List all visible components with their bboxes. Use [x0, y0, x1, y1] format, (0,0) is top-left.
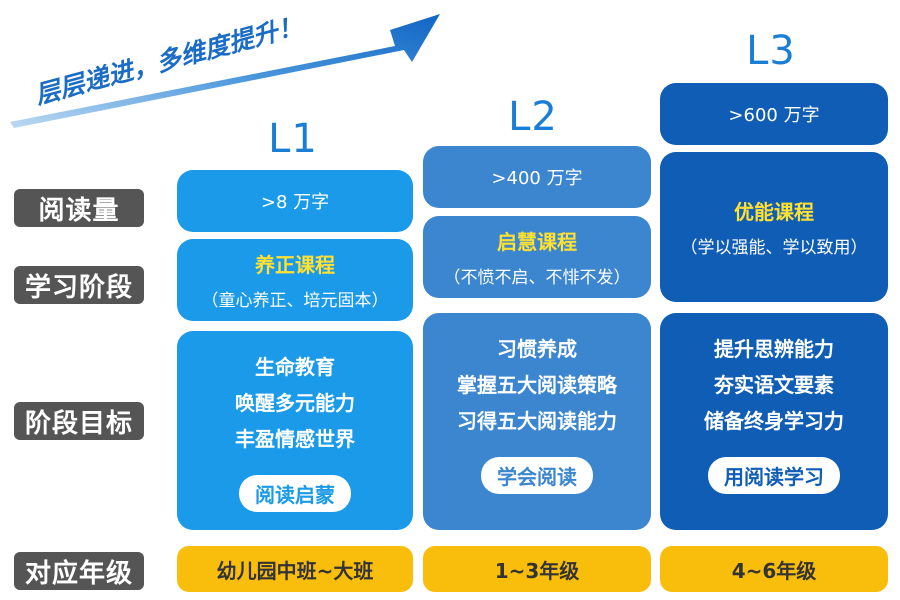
l2-reading-amount-box: >400 万字: [423, 146, 651, 208]
row-label-reading-volume: 阅读量: [14, 189, 144, 227]
l1-goal-pill: 阅读启蒙: [239, 475, 351, 512]
l2-goal-item: 习得五大阅读能力: [457, 409, 617, 433]
l3-goals-box: 提升思辨能力 夯实语文要素 储备终身学习力 用阅读学习: [660, 313, 888, 530]
l3-course-subtitle: （学以强能、学以致用）: [680, 238, 868, 258]
row-label-learning-stage: 学习阶段: [14, 266, 144, 304]
l1-grade-badge: 幼儿园中班~大班: [177, 546, 413, 592]
l1-goal-item: 生命教育: [255, 355, 335, 379]
l3-course-name: 优能课程: [734, 200, 814, 224]
l2-course-subtitle: （不愤不启、不悱不发）: [443, 268, 631, 288]
level-heading-l3: L3: [746, 28, 796, 74]
l2-goal-item: 习惯养成: [497, 337, 577, 361]
l3-course-box: 优能课程 （学以强能、学以致用）: [660, 152, 888, 302]
l2-goal-pill: 学会阅读: [481, 457, 593, 494]
l2-goals-box: 习惯养成 掌握五大阅读策略 习得五大阅读能力 学会阅读: [423, 313, 651, 530]
l3-grade-badge: 4~6年级: [660, 546, 888, 592]
l1-goal-item: 丰盈情感世界: [235, 427, 355, 451]
l1-goals-box: 生命教育 唤醒多元能力 丰盈情感世界 阅读启蒙: [177, 331, 413, 530]
row-label-stage-goals: 阶段目标: [14, 402, 144, 440]
row-label-grade-level: 对应年级: [14, 552, 144, 590]
l3-reading-amount: >600 万字: [728, 105, 820, 126]
l2-reading-amount: >400 万字: [491, 168, 583, 189]
l1-course-subtitle: （童心养正、培元固本）: [201, 291, 389, 311]
l2-course-box: 启慧课程 （不愤不启、不悱不发）: [423, 216, 651, 298]
level-heading-l2: L2: [508, 94, 558, 140]
l1-reading-amount-box: >8 万字: [177, 170, 413, 232]
l1-course-box: 养正课程 （童心养正、培元固本）: [177, 239, 413, 321]
l1-goal-item: 唤醒多元能力: [235, 391, 355, 415]
l2-goal-item: 掌握五大阅读策略: [457, 373, 617, 397]
l3-reading-amount-box: >600 万字: [660, 83, 888, 145]
l3-goal-item: 夯实语文要素: [714, 373, 834, 397]
l2-grade-badge: 1~3年级: [423, 546, 651, 592]
level-heading-l1: L1: [268, 116, 318, 162]
l1-reading-amount: >8 万字: [260, 192, 330, 213]
l3-goal-item: 储备终身学习力: [704, 409, 844, 433]
l3-goal-item: 提升思辨能力: [714, 337, 834, 361]
l1-course-name: 养正课程: [255, 253, 335, 277]
rising-arrow-icon: [10, 14, 440, 128]
l2-course-name: 启慧课程: [497, 230, 577, 254]
slogan-arrow-graphic: 层层递进，多维度提升！: [10, 11, 440, 128]
l3-goal-pill: 用阅读学习: [708, 457, 840, 494]
